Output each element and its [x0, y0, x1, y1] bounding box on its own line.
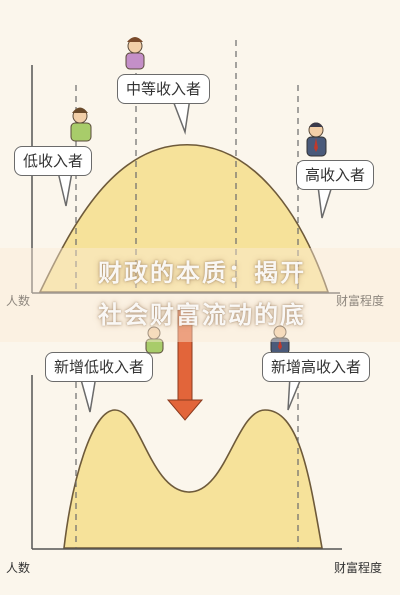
top-bell-curve: [38, 144, 330, 293]
top-y-axis-label: 人数: [6, 294, 31, 308]
low-person-icon: [70, 107, 92, 142]
callout-new-high-income: 新增高收入者: [262, 352, 371, 382]
callout-tail-high: [317, 185, 333, 219]
callout-new-low-income: 新增低收入者: [45, 352, 154, 382]
callout-tail-new-low: [79, 375, 97, 413]
top-x-axis-label: 财富程度: [336, 294, 385, 308]
overlay-title-line1: 财政的本质：揭开: [98, 259, 306, 287]
high-person-icon: [306, 122, 327, 157]
callout-tail-low: [57, 171, 73, 207]
overlay-title-line2: 社会财富流动的底: [98, 301, 306, 329]
overlay-band: [0, 248, 400, 342]
callout-high-income: 高收入者: [296, 160, 375, 190]
callout-middle-income: 中等收入者: [117, 74, 211, 104]
callout-low-income: 低收入者: [14, 146, 93, 176]
bottom-distribution: [31, 360, 342, 550]
top-distribution: [31, 40, 340, 294]
callout-tail-middle: [171, 97, 191, 135]
bottom-y-axis-label: 人数: [6, 561, 31, 575]
down-arrow: [166, 309, 204, 421]
bottom-bimodal-curve: [63, 409, 323, 549]
middle-person-icon: [125, 37, 145, 70]
callout-tail-new-high: [287, 375, 303, 411]
bottom-x-axis-label: 财富程度: [334, 561, 383, 575]
new-low-person-icon: [145, 326, 164, 354]
